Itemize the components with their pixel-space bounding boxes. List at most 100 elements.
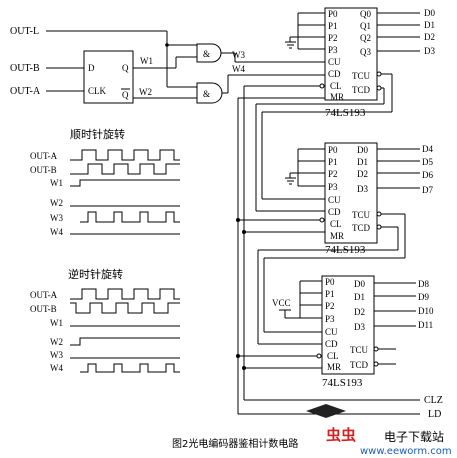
svg-text:D5: D5 [422, 157, 433, 167]
svg-text:CL: CL [330, 81, 342, 91]
ff-clk-pin: CLK [88, 86, 107, 96]
w1-label: W1 [140, 56, 153, 66]
svg-text:TCD: TCD [352, 223, 371, 233]
counter-1-wires [285, 12, 420, 112]
svg-text:D0: D0 [424, 8, 435, 18]
and-gate-1: & [196, 43, 222, 63]
watermark-url: www.eeworm.com [360, 446, 452, 457]
timing-ccw-signal-labels: OUT-A OUT-B W1 W2 W3 W4 [30, 290, 63, 373]
svg-text:TCD: TCD [350, 360, 369, 370]
svg-text:W2: W2 [50, 337, 63, 347]
svg-text:D2: D2 [354, 307, 365, 317]
input-out-l-label: OUT-L [10, 26, 39, 37]
bus-ld-label: LD [428, 409, 441, 420]
svg-text:D10: D10 [418, 306, 434, 316]
svg-text:D4: D4 [422, 144, 433, 154]
svg-text:MR: MR [327, 362, 341, 372]
ff-qbar-pin: Q [122, 90, 129, 100]
input-wires [46, 30, 197, 92]
w2-label: W2 [139, 87, 152, 97]
timing-cw-waveforms [70, 149, 180, 235]
svg-text:TCU: TCU [352, 71, 371, 81]
ff-q-pin: Q [122, 63, 129, 73]
svg-text:W1: W1 [50, 178, 63, 188]
svg-text:P2: P2 [328, 33, 338, 43]
bus-clz-label: CLZ [424, 395, 443, 406]
w4-label: W4 [232, 64, 245, 74]
timing-cw-title: 顺时针旋转 [70, 127, 125, 141]
svg-text:TCU: TCU [350, 345, 369, 355]
svg-text:D1: D1 [424, 20, 435, 30]
svg-text:&: & [203, 49, 210, 59]
mortarboard-icon [306, 404, 346, 418]
svg-text:D3: D3 [354, 322, 365, 332]
svg-text:P3: P3 [325, 314, 335, 324]
svg-text:W3: W3 [50, 213, 63, 223]
svg-text:D11: D11 [418, 320, 433, 330]
svg-text:CL: CL [327, 351, 339, 361]
svg-text:D2: D2 [357, 169, 368, 179]
svg-text:D0: D0 [354, 279, 365, 289]
vcc-label: VCC [272, 298, 291, 308]
counter-3-chip-label: 74LS193 [322, 377, 363, 389]
timing-ccw-title: 逆时针旋转 [68, 267, 123, 281]
svg-text:OUT-B: OUT-B [30, 165, 57, 175]
counter-3-wires [238, 249, 416, 369]
w3-label: W3 [232, 50, 245, 60]
svg-text:D3: D3 [424, 46, 435, 56]
svg-text:D1: D1 [354, 292, 365, 302]
watermark: 虫虫 电子下载站 www.eeworm.com [306, 404, 452, 457]
svg-text:TCD: TCD [352, 85, 371, 95]
clear-load-bus [236, 85, 420, 415]
counter-2: P0 P1 P2 P3 CU CD CL MR D0 D1 D2 D3 TCU … [324, 142, 378, 256]
svg-text:P1: P1 [328, 21, 338, 31]
svg-text:CD: CD [328, 69, 341, 79]
watermark-logo-glyphs: 虫虫 [326, 426, 356, 444]
counter-1: P0 P1 P2 P3 CU CD CL MR Q0 Q1 Q2 Q3 TCU … [324, 7, 378, 119]
svg-text:W4: W4 [50, 227, 63, 237]
svg-text:P0: P0 [328, 145, 338, 155]
svg-text:CU: CU [328, 195, 341, 205]
svg-text:W3: W3 [50, 350, 63, 360]
svg-text:D2: D2 [424, 32, 435, 42]
watermark-brand: 电子下载站 [384, 430, 444, 444]
svg-text:Q0: Q0 [360, 9, 371, 19]
svg-text:P2: P2 [328, 169, 338, 179]
counter-3: P0 P1 P2 P3 CU CD CL MR D0 D1 D2 D3 TCU … [321, 275, 375, 389]
svg-text:D6: D6 [422, 170, 433, 180]
svg-text:P3: P3 [328, 45, 338, 55]
svg-text:D1: D1 [357, 157, 368, 167]
d-flipflop: D CLK Q Q [83, 50, 134, 104]
svg-text:D3: D3 [357, 184, 368, 194]
svg-text:OUT-A: OUT-A [30, 290, 58, 300]
svg-text:W4: W4 [50, 363, 63, 373]
timing-cw-signal-labels: OUT-A OUT-B W1 W2 W3 W4 [30, 151, 63, 237]
svg-text:P1: P1 [325, 289, 335, 299]
svg-text:OUT-B: OUT-B [30, 304, 57, 314]
counter-outputs: D0 D1 D2 D3 D4 D5 D6 D7 D8 D9 D10 D11 [418, 8, 435, 330]
svg-text:P2: P2 [325, 301, 335, 311]
svg-text:P1: P1 [328, 157, 338, 167]
svg-text:MR: MR [330, 231, 344, 241]
svg-text:D8: D8 [418, 279, 429, 289]
svg-text:OUT-A: OUT-A [30, 151, 58, 161]
svg-text:Q2: Q2 [360, 33, 371, 43]
svg-text:W1: W1 [50, 318, 63, 328]
svg-text:D0: D0 [357, 145, 368, 155]
figure-caption: 图2光电编码器鉴相计数电路 [172, 437, 298, 450]
ff-output-wires [133, 43, 197, 99]
counter-1-chip-label: 74LS193 [325, 107, 366, 119]
svg-text:P3: P3 [328, 182, 338, 192]
and-gate-2: & [196, 82, 223, 104]
svg-text:CU: CU [328, 57, 341, 67]
svg-text:Q1: Q1 [360, 21, 371, 31]
input-out-a-label: OUT-A [10, 86, 41, 97]
svg-text:P0: P0 [325, 277, 335, 287]
svg-text:MR: MR [330, 92, 344, 102]
svg-text:Q3: Q3 [360, 47, 371, 57]
counter-2-wires [238, 103, 420, 258]
svg-text:CD: CD [328, 207, 341, 217]
svg-text:CU: CU [325, 327, 338, 337]
svg-text:CD: CD [325, 339, 338, 349]
